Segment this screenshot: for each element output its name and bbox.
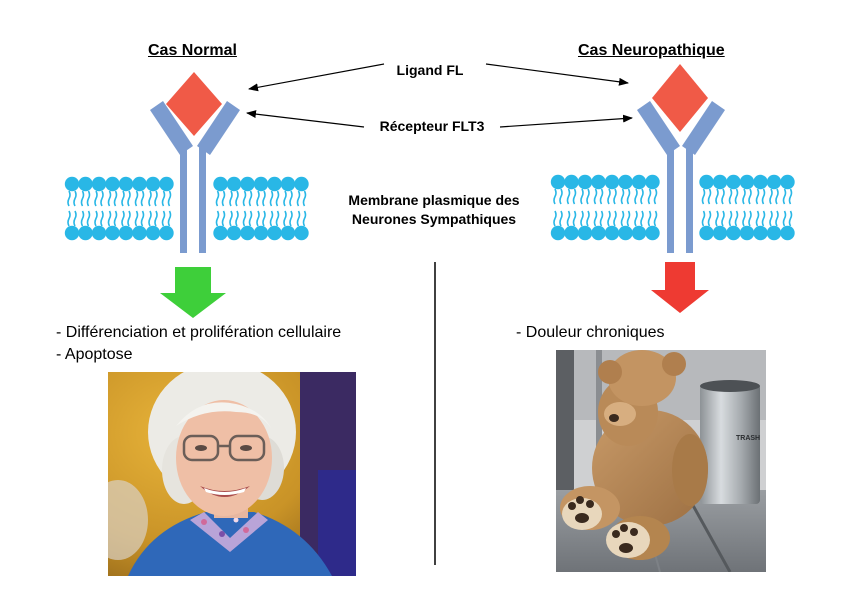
lipid-head (91, 225, 107, 241)
lipid-head (726, 174, 741, 190)
elderly-woman-photo (108, 372, 356, 576)
membrane-left (64, 176, 309, 241)
red-outcome-arrow (651, 262, 709, 313)
membrane-label-line1: Membrane plasmique des (348, 192, 520, 208)
teddy-bear-photo: TRASH (556, 350, 766, 572)
lipid-head (105, 176, 120, 192)
lipid-head (226, 225, 242, 241)
lipid-head (118, 225, 134, 241)
lipid-head (78, 176, 93, 192)
lipid-head (105, 225, 120, 241)
lipid-head (631, 225, 647, 241)
lipid-head (145, 176, 161, 192)
ligand-left (166, 72, 222, 136)
trash-bin-text: TRASH (736, 435, 760, 442)
lipid-head (267, 225, 282, 241)
lipid-head (550, 225, 566, 241)
receptor-left (150, 101, 240, 253)
lipid-head (294, 225, 309, 241)
lipid-head (91, 176, 107, 192)
lipid-head (766, 174, 782, 190)
lipid-head (64, 176, 80, 192)
lipid-head (267, 176, 282, 192)
lipid-head (645, 225, 660, 241)
receptor-right (637, 101, 725, 253)
lipid-head (699, 174, 714, 190)
lipid-head (550, 174, 566, 190)
lipid-head (253, 176, 269, 192)
lipid-head (159, 176, 174, 192)
lipid-head (132, 225, 147, 241)
normal-outcome-line-1: - Différenciation et prolifération cellu… (56, 324, 342, 341)
lipid-head (226, 176, 242, 192)
normal-case-title: Cas Normal (148, 42, 237, 59)
lipid-head (780, 174, 795, 190)
lipid-head (294, 176, 309, 192)
lipid-head (280, 176, 296, 192)
lipid-head (712, 225, 728, 241)
lipid-head (780, 225, 795, 241)
normal-outcome-line-2: - Apoptose (56, 346, 133, 363)
lipid-head (118, 176, 134, 192)
lipid-head (604, 174, 620, 190)
lipid-head (631, 174, 647, 190)
lipid-head (159, 225, 174, 241)
lipid-head (213, 225, 228, 241)
lipid-head (64, 225, 80, 241)
lipid-head (618, 174, 633, 190)
lipid-head (591, 174, 606, 190)
lipid-head (645, 174, 660, 190)
lipid-head (699, 225, 714, 241)
lipid-head (132, 176, 147, 192)
lipid-head (739, 174, 755, 190)
membrane-right (550, 174, 795, 241)
lipid-head (253, 225, 269, 241)
lipid-head (604, 225, 620, 241)
receptor-label: Récepteur FLT3 (379, 118, 485, 134)
lipid-head (564, 225, 579, 241)
lipid-head (577, 174, 593, 190)
lipid-head (577, 225, 593, 241)
lipid-head (726, 225, 741, 241)
pointer-arrows (246, 63, 633, 128)
lipid-head (240, 176, 255, 192)
neuropathic-case-title: Cas Neuropathique (578, 42, 725, 59)
ligand-label: Ligand FL (396, 62, 464, 78)
lipid-head (712, 174, 728, 190)
lipid-head (280, 225, 296, 241)
membrane-label-line2: Neurones Sympathiques (351, 211, 517, 227)
ligand-right (652, 64, 708, 132)
lipid-head (753, 225, 768, 241)
neuropathic-outcome-line-1: - Douleur chroniques (516, 324, 665, 341)
lipid-head (240, 225, 255, 241)
lipid-head (78, 225, 93, 241)
lipid-head (739, 225, 755, 241)
lipid-head (145, 225, 161, 241)
green-outcome-arrow (160, 267, 226, 318)
lipid-head (618, 225, 633, 241)
lipid-head (591, 225, 606, 241)
lipid-head (213, 176, 228, 192)
lipid-head (766, 225, 782, 241)
lipid-head (564, 174, 579, 190)
lipid-head (753, 174, 768, 190)
